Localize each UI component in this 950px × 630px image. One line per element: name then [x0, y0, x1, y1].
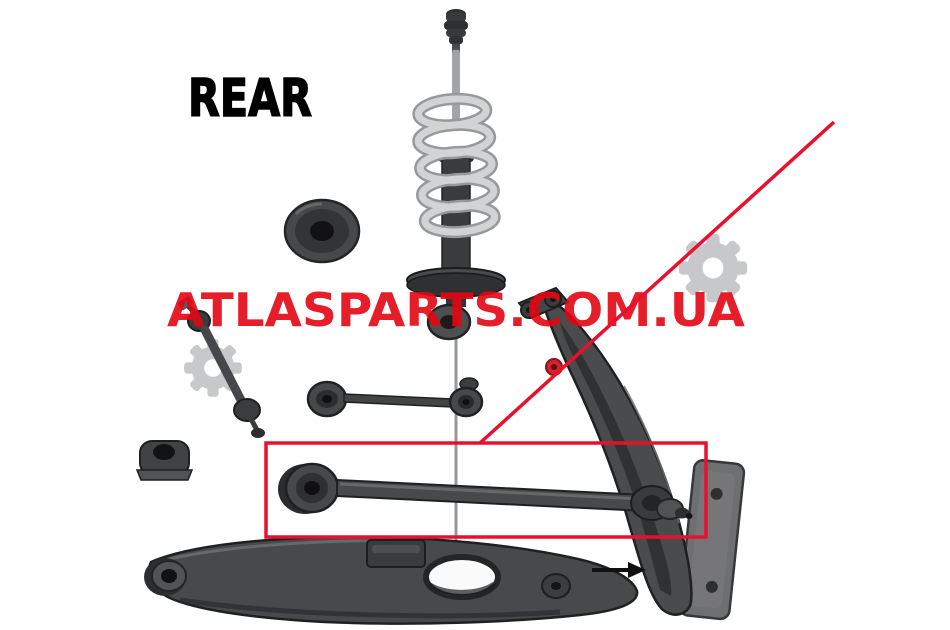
pointer-line	[478, 120, 836, 445]
arm-left-bushing	[144, 558, 187, 596]
upper-mount-bracket	[517, 286, 570, 320]
highlight-box	[264, 441, 708, 539]
subframe-bushing	[283, 198, 361, 264]
mounting-flange	[678, 459, 746, 621]
bump-stop	[444, 9, 468, 52]
stabilizer-link	[177, 296, 265, 438]
spring-seat-tab	[366, 539, 426, 568]
highlighted-lateral-arm	[278, 462, 693, 521]
arm-right-bushing	[541, 573, 571, 599]
strut-assembly	[406, 9, 506, 341]
page-title: REAR	[188, 69, 312, 129]
spring-seat-disc	[406, 267, 506, 298]
direction-arrow	[592, 562, 646, 578]
lower-control-arm	[144, 535, 639, 625]
watermark-text: ATLASPARTS.COM.UA	[167, 283, 745, 337]
strut-mount-bushing	[426, 303, 472, 341]
coil-spring	[412, 92, 501, 239]
spring-seat-hole	[423, 554, 501, 600]
lateral-link	[306, 377, 484, 418]
stabilizer-bushing	[135, 440, 194, 481]
piston-rod	[452, 49, 460, 123]
